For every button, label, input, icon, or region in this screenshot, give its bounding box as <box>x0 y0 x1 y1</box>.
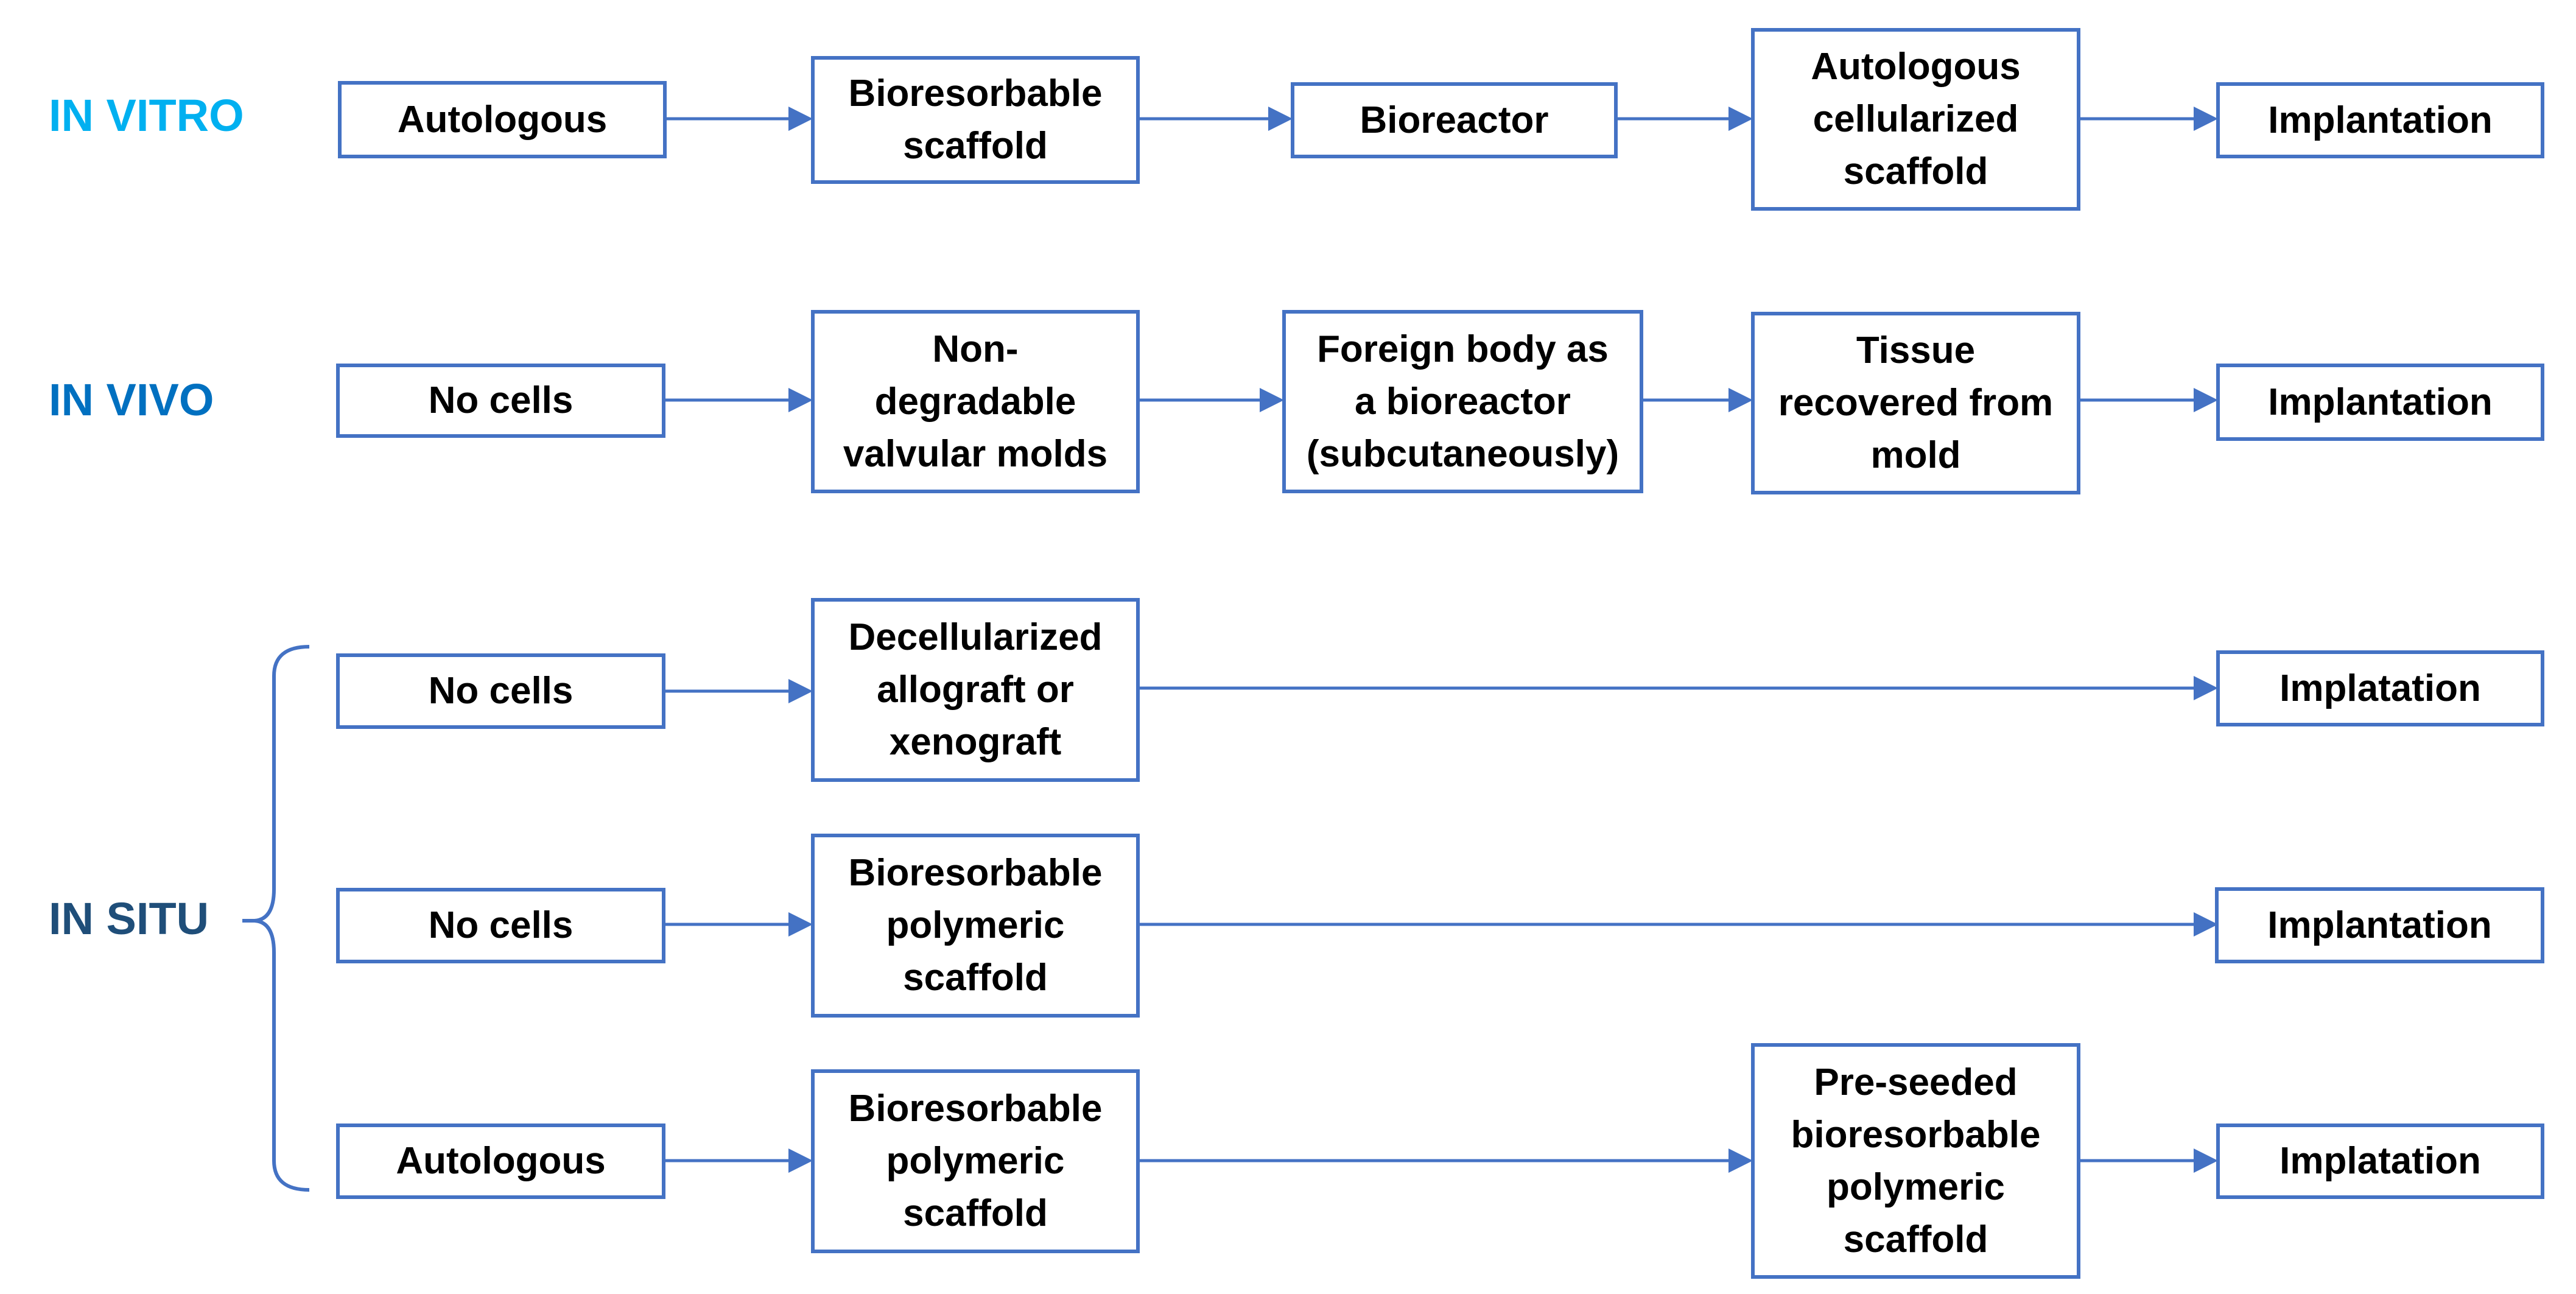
in-vivo-bioreactor-box: Foreign body as a bioreactor (subcutaneo… <box>1282 310 1643 493</box>
in-vitro-product-box: Autologous cellularized scaffold <box>1751 28 2080 211</box>
in-situ-3-outcome-box: Implatation <box>2216 1123 2544 1199</box>
in-situ-1-scaffold-box: Decellularized allograft or xenograft <box>811 598 1140 782</box>
in-situ-1-source-box: No cells <box>336 653 665 729</box>
in-situ-3-product-box: Pre-seeded bioresorbable polymeric scaff… <box>1751 1043 2080 1279</box>
in-situ-2-source-box: No cells <box>336 888 665 963</box>
in-vivo-outcome-box: Implantation <box>2216 364 2544 441</box>
in-situ-3-source-box: Autologous <box>336 1123 665 1199</box>
in-vitro-scaffold-box: Bioresorbable scaffold <box>811 56 1140 184</box>
section-label-in-vivo: IN VIVO <box>49 374 214 425</box>
in-situ-2-scaffold-box: Bioresorbable polymeric scaffold <box>811 834 1140 1018</box>
in-vivo-source-box: No cells <box>336 364 665 438</box>
in-vitro-outcome-box: Implantation <box>2216 82 2544 158</box>
in-vitro-bioreactor-box: Bioreactor <box>1291 82 1618 158</box>
in-vivo-product-box: Tissue recovered from mold <box>1751 312 2080 494</box>
section-label-in-situ: IN SITU <box>49 893 209 944</box>
in-situ-brace <box>254 645 310 1192</box>
in-vivo-scaffold-box: Non- degradable valvular molds <box>811 310 1140 493</box>
in-situ-1-outcome-box: Implatation <box>2216 650 2544 726</box>
section-label-in-vitro: IN VITRO <box>49 90 244 141</box>
in-situ-3-scaffold-box: Bioresorbable polymeric scaffold <box>811 1069 1140 1253</box>
in-vitro-source-box: Autologous <box>338 81 667 158</box>
in-situ-2-outcome-box: Implantation <box>2215 887 2544 963</box>
